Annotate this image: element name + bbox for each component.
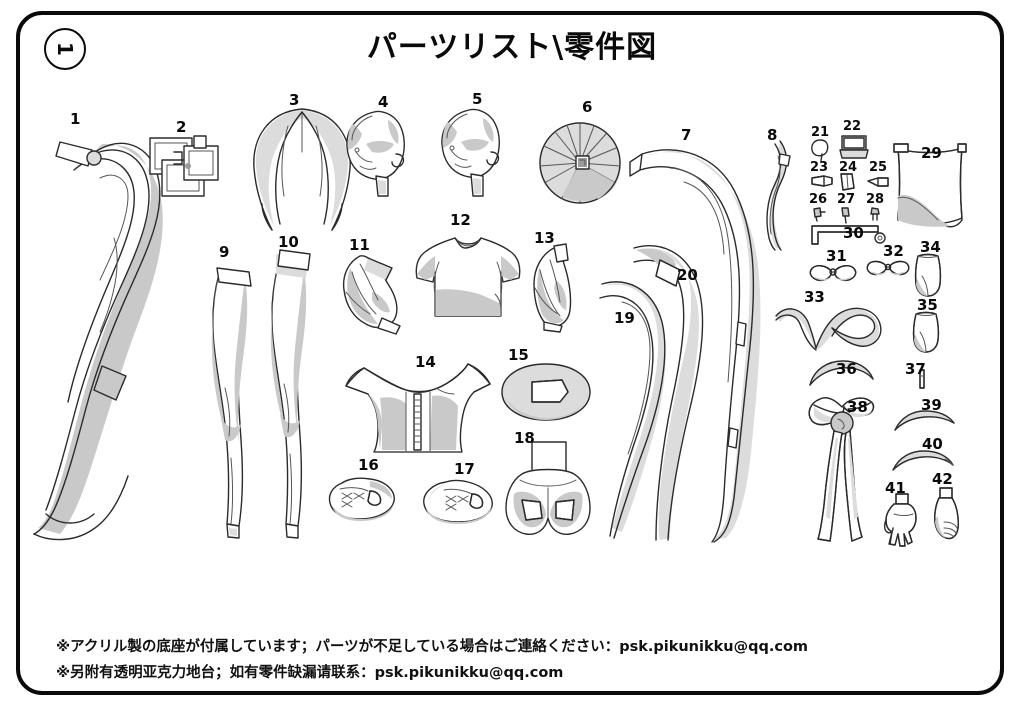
part-label-31: 31 <box>826 247 847 265</box>
part-label-25: 25 <box>869 160 888 175</box>
part-label-8: 8 <box>767 126 778 144</box>
part-drawing-2 <box>148 134 230 206</box>
part-drawing-26 <box>812 206 828 222</box>
part-drawing-11 <box>338 252 414 336</box>
part-label-34: 34 <box>920 238 941 256</box>
part-label-2: 2 <box>176 118 187 136</box>
part-drawing-8 <box>762 140 796 251</box>
part-label-26: 26 <box>809 192 828 207</box>
part-drawing-38 <box>804 393 884 543</box>
part-drawing-30 <box>808 222 886 248</box>
part-drawing-17 <box>420 476 496 524</box>
part-label-20: 20 <box>677 266 698 284</box>
part-drawing-35 <box>910 310 942 354</box>
part-label-7: 7 <box>681 126 692 144</box>
part-label-32: 32 <box>883 242 904 260</box>
part-label-6: 6 <box>582 98 593 116</box>
part-drawing-40 <box>891 450 955 472</box>
part-drawing-31 <box>808 262 858 286</box>
part-drawing-13 <box>524 243 580 333</box>
part-drawing-25 <box>866 176 892 188</box>
part-drawing-41 <box>882 492 924 548</box>
part-drawing-7 <box>629 142 770 543</box>
part-drawing-32 <box>866 258 910 280</box>
part-drawing-12 <box>413 232 523 324</box>
part-label-19: 19 <box>614 309 635 327</box>
part-label-11: 11 <box>349 236 370 254</box>
page-title: パーツリスト\零件図 <box>366 30 658 65</box>
part-drawing-18 <box>500 440 594 536</box>
part-label-33: 33 <box>804 288 825 306</box>
part-label-3: 3 <box>289 91 300 109</box>
part-drawing-10 <box>266 248 322 540</box>
part-label-39: 39 <box>921 396 942 414</box>
part-label-16: 16 <box>358 456 379 474</box>
part-label-1: 1 <box>70 110 81 128</box>
part-drawing-33 <box>774 302 886 352</box>
sheet-border <box>16 11 1004 695</box>
part-drawing-4 <box>344 110 416 202</box>
part-drawing-37 <box>917 368 927 390</box>
part-drawing-24 <box>838 172 856 192</box>
part-drawing-14 <box>344 358 492 456</box>
part-label-35: 35 <box>917 296 938 314</box>
footer-notes: ※アクリル製の底座が付属しています；パーツが不足している場合はご連絡ください：p… <box>56 635 808 686</box>
part-label-41: 41 <box>885 479 906 497</box>
part-drawing-5 <box>439 108 511 202</box>
part-drawing-36 <box>806 360 876 388</box>
part-label-10: 10 <box>278 233 299 251</box>
part-label-18: 18 <box>514 429 535 447</box>
part-drawing-28 <box>868 206 884 222</box>
part-label-21: 21 <box>811 125 830 140</box>
part-label-27: 27 <box>837 192 856 207</box>
part-drawing-23 <box>810 174 836 188</box>
part-drawing-39 <box>893 410 955 432</box>
footer-note-cn: ※另附有透明亚克力地台；如有零件缺漏请联系：psk.pikunikku@qq.c… <box>56 664 564 681</box>
part-label-9: 9 <box>219 243 230 261</box>
part-label-14: 14 <box>415 353 436 371</box>
footer-note-jp: ※アクリル製の底座が付属しています；パーツが不足している場合はご連絡ください：p… <box>56 639 809 656</box>
part-label-29: 29 <box>921 144 942 162</box>
part-label-22: 22 <box>843 119 862 134</box>
part-drawing-29 <box>890 140 970 230</box>
part-label-17: 17 <box>454 460 475 478</box>
part-drawing-42 <box>930 486 962 542</box>
page-number-badge: 1 <box>44 28 86 70</box>
part-label-15: 15 <box>508 346 529 364</box>
part-drawing-22 <box>838 134 870 162</box>
part-drawing-21 <box>810 138 832 162</box>
part-drawing-20 <box>630 242 716 542</box>
part-label-12: 12 <box>450 211 471 229</box>
part-label-24: 24 <box>839 160 858 175</box>
part-drawing-15 <box>500 362 592 422</box>
part-drawing-27 <box>840 206 854 224</box>
part-label-42: 42 <box>932 470 953 488</box>
part-label-38: 38 <box>847 398 868 416</box>
part-label-5: 5 <box>472 90 483 108</box>
part-label-23: 23 <box>810 160 829 175</box>
part-label-40: 40 <box>922 435 943 453</box>
part-drawing-9 <box>205 258 261 540</box>
part-drawing-19 <box>596 280 676 540</box>
part-label-36: 36 <box>836 360 857 378</box>
part-label-37: 37 <box>905 360 926 378</box>
part-drawing-6 <box>536 122 624 206</box>
part-label-30: 30 <box>843 224 864 242</box>
part-label-13: 13 <box>534 229 555 247</box>
part-label-4: 4 <box>378 93 389 111</box>
part-drawing-34 <box>912 252 944 298</box>
part-label-28: 28 <box>866 192 885 207</box>
part-drawing-16 <box>326 473 398 521</box>
part-drawing-3 <box>248 106 356 234</box>
part-drawing-1 <box>30 118 210 548</box>
